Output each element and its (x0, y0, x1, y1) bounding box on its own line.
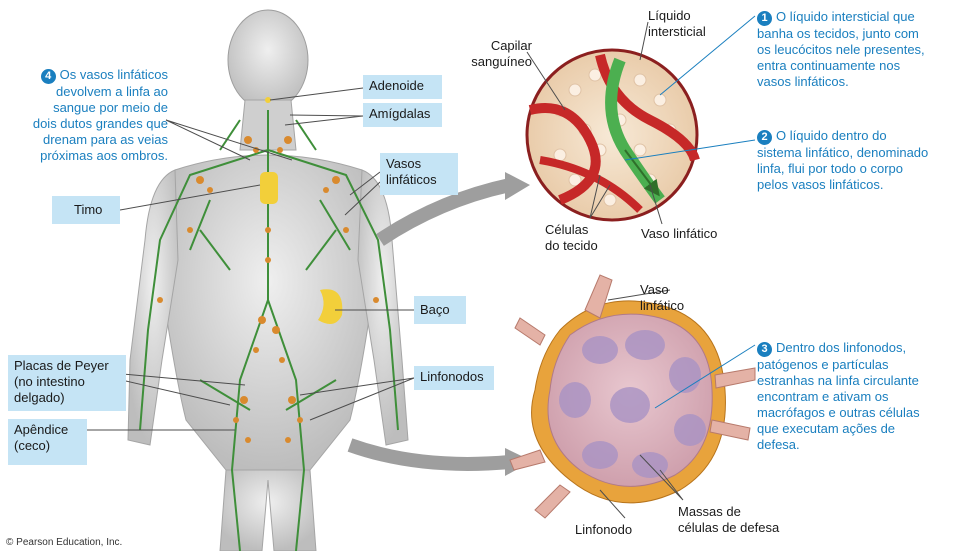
vaso-linfatico-upper-text: Vaso linfático (641, 226, 717, 241)
thymus-shape (260, 172, 278, 204)
apendice-line-2: (ceco) (14, 438, 81, 454)
vasos-line-2: linfáticos (386, 172, 452, 188)
label-amigdalas: Amígdalas (363, 103, 442, 127)
peyer-line-2: (no intestino (14, 374, 120, 390)
note-3-line-3: estranhas na linfa circulante (757, 373, 920, 389)
label-linfonodo: Linfonodo (575, 522, 632, 538)
note-3-line-1: Dentro dos linfonodos, (776, 340, 906, 355)
lymph-node-illustration (510, 275, 755, 518)
note-2-line-3: linfa, flui por todo o corpo (757, 161, 928, 177)
note-3-line-7: defesa. (757, 437, 920, 453)
note-2-line-1: O líquido dentro do (776, 128, 887, 143)
peyer-line-3: delgado) (14, 390, 120, 406)
label-adenoide: Adenoide (363, 75, 442, 99)
note-3-line-6: que executam ações de (757, 421, 920, 437)
label-apendice: Apêndice (ceco) (8, 419, 87, 465)
note-1-line-5: vasos linfáticos. (757, 74, 925, 90)
label-linfonodos: Linfonodos (414, 366, 494, 390)
note-1-line-3: os leucócitos nele presentes, (757, 42, 925, 58)
apendice-line-1: Apêndice (14, 422, 81, 438)
note-1-line-2: banha os tecidos, junto com (757, 26, 925, 42)
note-1-line-1: O líquido intersticial que (776, 9, 915, 24)
linfonodos-text: Linfonodos (420, 369, 484, 384)
linfonodo-text: Linfonodo (575, 522, 632, 537)
note-4-line-3: sangue por meio de (6, 100, 168, 116)
note-2-badge: 2 (757, 130, 772, 145)
tissue-circle (527, 50, 697, 220)
note-3: 3 Dentro dos linfonodos, patógenos e part… (757, 340, 920, 453)
massas-line-2: células de defesa (678, 520, 779, 536)
note-2-line-4: pelos vasos linfáticos. (757, 177, 928, 193)
note-3-badge: 3 (757, 342, 772, 357)
celulas-line-2: do tecido (545, 238, 598, 254)
capilar-line-2: sanguíneo (470, 54, 532, 70)
label-vaso-linfatico-lower: Vaso linfático (640, 282, 684, 314)
label-celulas-do-tecido: Células do tecido (545, 222, 598, 254)
capilar-line-1: Capilar (470, 38, 532, 54)
liquido-line-1: Líquido (648, 8, 706, 24)
label-capilar-sanguineo: Capilar sanguíneo (470, 38, 532, 70)
note-4-line-4: dois dutos grandes que (6, 116, 168, 132)
note-1-line-4: entra continuamente nos (757, 58, 925, 74)
label-baco: Baço (414, 296, 466, 324)
adenoide-text: Adenoide (369, 78, 424, 93)
note-4: 4 Os vasos linfáticos devolvem a linfa ao… (6, 67, 168, 164)
note-4-line-1: Os vasos linfáticos (60, 67, 168, 82)
label-vasos-linfaticos: Vasos linfáticos (380, 153, 458, 195)
copyright-notice: © Pearson Education, Inc. (6, 537, 122, 548)
note-1: 1 O líquido intersticial que banha os tec… (757, 9, 925, 90)
label-liquido-intersticial: Líquido intersticial (648, 8, 706, 40)
liquido-line-2: intersticial (648, 24, 706, 40)
label-vaso-linfatico-upper: Vaso linfático (641, 226, 717, 242)
label-massas: Massas de células de defesa (678, 504, 779, 536)
note-2-line-2: sistema linfático, denominado (757, 145, 928, 161)
timo-text: Timo (74, 202, 102, 217)
note-2: 2 O líquido dentro do sistema linfático, … (757, 128, 928, 193)
peyer-line-1: Placas de Peyer (14, 358, 120, 374)
note-3-line-4: encontram e ativam os (757, 389, 920, 405)
vasos-line-1: Vasos (386, 156, 452, 172)
note-1-badge: 1 (757, 11, 772, 26)
massas-line-1: Massas de (678, 504, 779, 520)
vaso-lower-line-2: linfático (640, 298, 684, 314)
note-4-badge: 4 (41, 69, 56, 84)
note-4-line-6: próximas aos ombros. (6, 148, 168, 164)
note-4-line-2: devolvem a linfa ao (6, 84, 168, 100)
celulas-line-1: Células (545, 222, 598, 238)
amigdalas-text: Amígdalas (369, 106, 430, 121)
baco-text: Baço (420, 302, 450, 317)
label-timo: Timo (52, 196, 120, 224)
note-3-line-5: macrófagos e outras células (757, 405, 920, 421)
zoom-arrow-lower (350, 445, 510, 464)
label-placas-peyer: Placas de Peyer (no intestino delgado) (8, 355, 126, 411)
note-3-line-2: patógenos e partículas (757, 357, 920, 373)
vaso-lower-line-1: Vaso (640, 282, 684, 298)
note-4-line-5: drenam para as veias (6, 132, 168, 148)
